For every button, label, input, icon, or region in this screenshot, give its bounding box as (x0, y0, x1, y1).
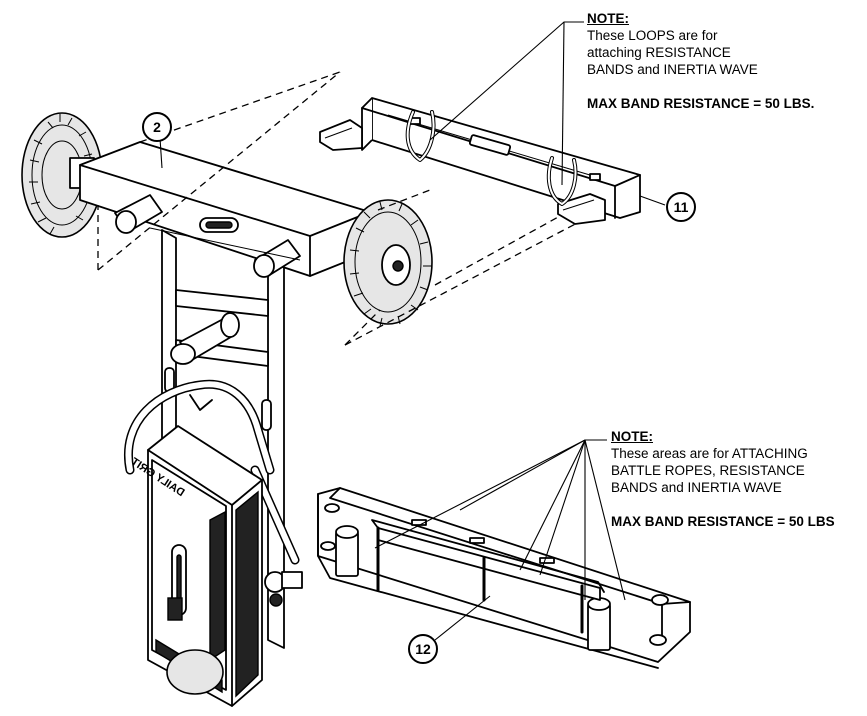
leader-lines (159, 21, 666, 641)
note-loops-title: NOTE: (587, 11, 629, 26)
callout-loop-bracket: 11 (666, 192, 696, 222)
note-loops: NOTE: These LOOPS are for attaching RESI… (587, 10, 814, 112)
note-rope-areas-line: These areas are for ATTACHING (611, 446, 808, 461)
note-loops-line: BANDS and INERTIA WAVE (587, 62, 758, 77)
note-rope-areas-max-resistance: MAX BAND RESISTANCE = 50 LBS (611, 514, 835, 529)
callout-axle: 2 (142, 112, 172, 142)
axle-bar (79, 141, 371, 278)
note-rope-areas: NOTE: These areas are for ATTACHING BATT… (611, 428, 835, 530)
note-rope-areas-line: BANDS and INERTIA WAVE (611, 480, 782, 495)
weight-unit (124, 379, 303, 707)
note-loops-line: attaching RESISTANCE (587, 45, 731, 60)
note-rope-areas-title: NOTE: (611, 429, 653, 444)
callout-rope-bracket: 12 (408, 634, 438, 664)
right-wheel (343, 199, 433, 327)
note-loops-line: These LOOPS are for (587, 28, 718, 43)
note-loops-max-resistance: MAX BAND RESISTANCE = 50 LBS. (587, 96, 815, 111)
rope-bracket (317, 487, 691, 669)
loop-bracket (319, 97, 641, 225)
note-rope-areas-line: BATTLE ROPES, RESISTANCE (611, 463, 805, 478)
